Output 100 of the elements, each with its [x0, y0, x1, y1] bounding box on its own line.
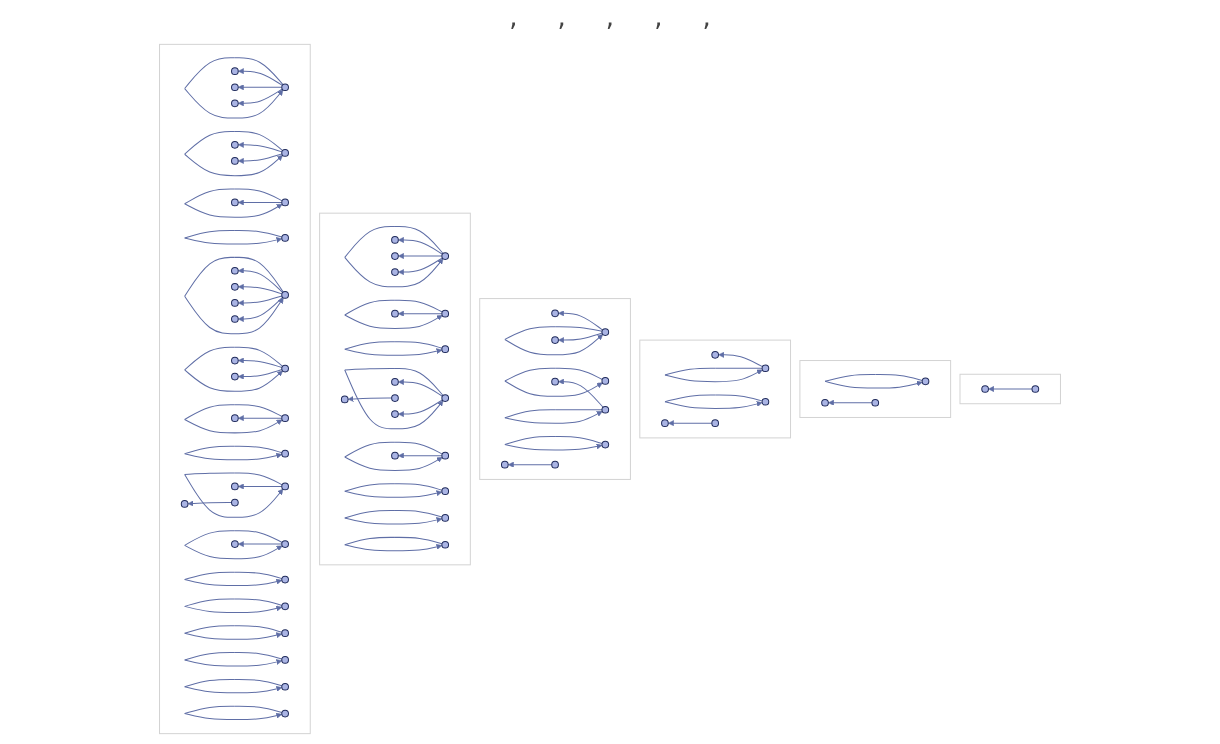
arrow [184, 472, 284, 518]
arrow [184, 188, 283, 218]
node-circle [231, 540, 239, 548]
arrow [184, 625, 283, 640]
arrow [237, 415, 283, 422]
node-circle [601, 328, 610, 336]
arrow [824, 374, 923, 389]
arrow [184, 256, 284, 335]
arrow [237, 84, 283, 91]
node-circle [1031, 385, 1040, 393]
arrow [398, 310, 443, 317]
arrow [184, 530, 283, 560]
arrow [344, 510, 443, 525]
node-circle [441, 309, 450, 318]
arrow [184, 230, 283, 245]
node-circle [441, 252, 450, 260]
arrow [988, 386, 1033, 392]
arrow [184, 57, 284, 119]
node-circle [231, 141, 239, 149]
arrow [237, 68, 283, 86]
arrow [718, 351, 763, 368]
arrow [558, 310, 604, 331]
node-circle [231, 83, 239, 92]
node-circle [601, 440, 610, 449]
node-circle [231, 266, 239, 275]
node-circle [340, 395, 349, 404]
arrow [237, 483, 283, 490]
arrow [237, 88, 283, 107]
arrow [344, 226, 444, 288]
arrow [184, 678, 283, 694]
separator-comma: , [605, 2, 615, 32]
node-circle [231, 414, 239, 422]
arrow [184, 130, 284, 177]
node-circle [441, 540, 450, 549]
node-circle [551, 460, 559, 469]
arrow [558, 378, 604, 408]
node-circle [231, 283, 239, 291]
node-circle [661, 419, 669, 427]
cluster [639, 339, 792, 439]
node-circle [981, 385, 989, 393]
node-circle [281, 482, 289, 491]
arrow [237, 541, 283, 547]
separator-comma: , [654, 2, 663, 32]
arrow [237, 295, 283, 306]
node-circle [391, 451, 399, 460]
node-circle [391, 309, 399, 318]
arrow [237, 369, 283, 380]
arrow [187, 500, 233, 507]
node-circle [391, 394, 399, 402]
node-circle [231, 67, 239, 75]
node-circle [281, 291, 289, 299]
node-circle [821, 398, 829, 407]
arrow [184, 652, 283, 667]
separator-comma: , [702, 2, 711, 32]
node-circle [231, 372, 239, 381]
cluster [959, 373, 1061, 405]
node-circle [441, 514, 450, 522]
node-circle [231, 482, 239, 491]
arrow [237, 283, 283, 295]
node-circle [391, 252, 399, 260]
arrow [504, 326, 604, 356]
node-circle [281, 149, 289, 157]
arrow [398, 253, 443, 259]
node-circle [180, 500, 189, 508]
node-circle [281, 709, 289, 718]
arrow [184, 705, 283, 721]
arrow [344, 441, 443, 471]
node-circle [281, 234, 289, 242]
node-circle [281, 449, 289, 458]
node-circle [231, 315, 239, 323]
arrow [398, 452, 443, 459]
node-circle [441, 487, 450, 495]
arrow [664, 367, 763, 383]
cluster [319, 212, 471, 566]
arrow [344, 483, 443, 498]
node-circle [501, 460, 509, 469]
arrow [398, 257, 443, 276]
separator-comma: , [557, 2, 566, 32]
node-circle [281, 682, 289, 691]
arrow [504, 436, 603, 451]
arrow [237, 296, 284, 322]
separator-comma: , [509, 2, 518, 32]
arrow [664, 394, 763, 409]
arrow [184, 571, 283, 587]
arrow [184, 404, 283, 434]
arrow [344, 536, 443, 552]
node-circle [231, 498, 239, 507]
node-circle [281, 83, 289, 92]
node-circle [601, 377, 610, 385]
arrow [184, 445, 283, 461]
node-circle [761, 364, 770, 373]
node-circle [871, 398, 880, 407]
node-circle [441, 345, 450, 353]
arrow [828, 399, 873, 406]
cluster [479, 298, 631, 480]
node-circle [231, 198, 239, 207]
node-circle [551, 309, 559, 318]
arrow [344, 368, 444, 430]
arrow [504, 409, 603, 424]
arrow [668, 420, 713, 427]
